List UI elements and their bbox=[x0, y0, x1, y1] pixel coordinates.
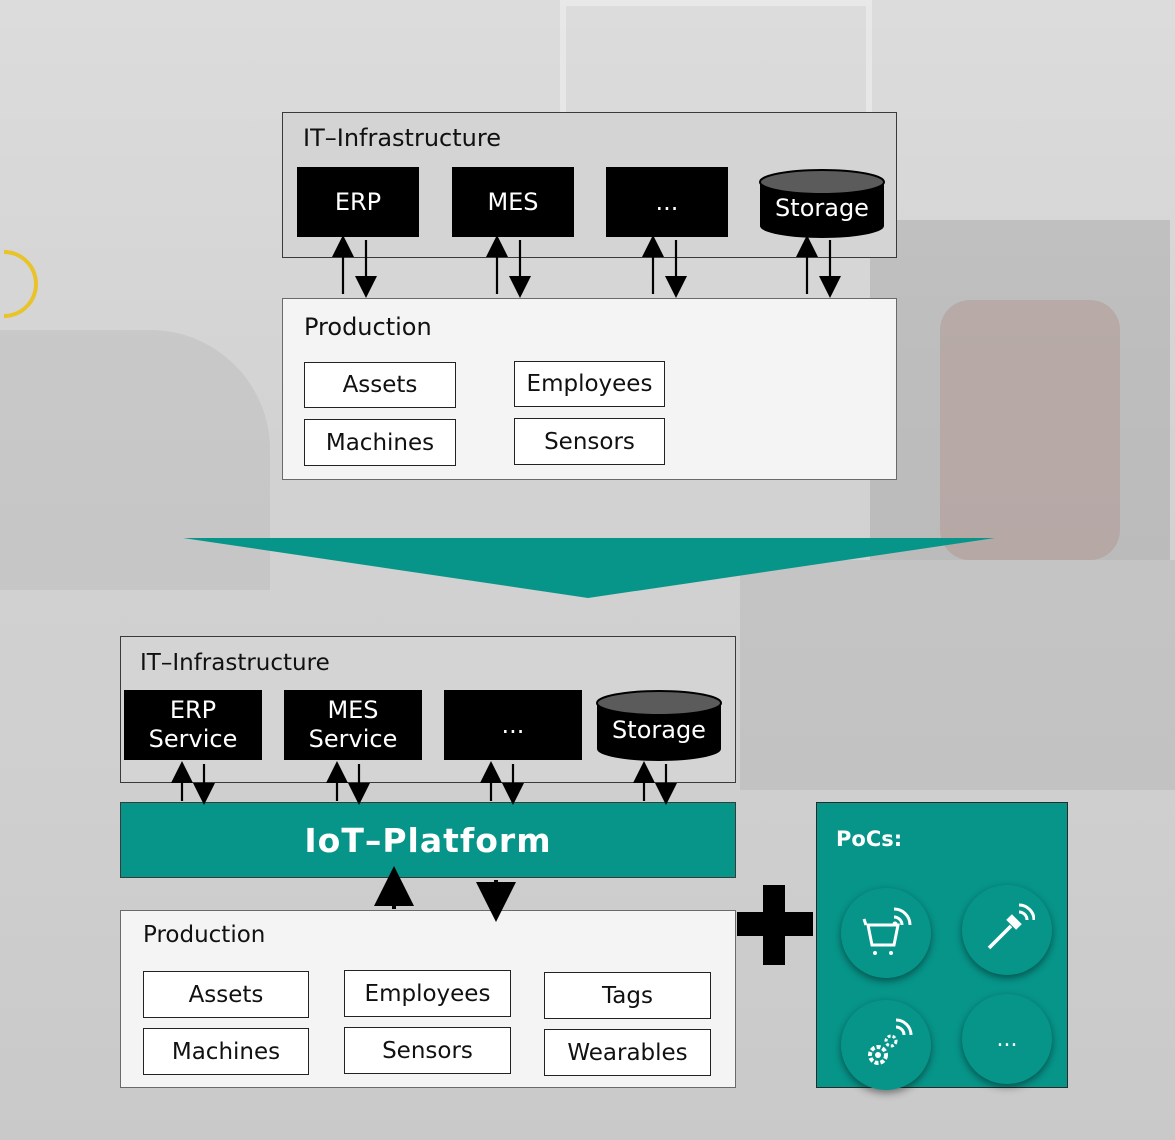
top-ellipsis-box: ... bbox=[606, 167, 728, 237]
bottom-employees-box: Employees bbox=[344, 970, 511, 1017]
bottom-it-infrastructure-title: IT–Infrastructure bbox=[140, 650, 330, 676]
top-erp-box: ERP bbox=[297, 167, 419, 237]
top-sensors-box: Sensors bbox=[514, 418, 665, 465]
hammer-wireless-icon[interactable] bbox=[962, 885, 1052, 975]
erp-service-label: Service bbox=[148, 725, 238, 753]
background-robot bbox=[940, 300, 1120, 560]
top-it-infrastructure-title: IT–Infrastructure bbox=[303, 124, 501, 152]
bottom-assets-box: Assets bbox=[143, 971, 309, 1018]
erp-label: ERP bbox=[169, 696, 217, 725]
top-employees-box: Employees bbox=[514, 361, 665, 407]
top-assets-box: Assets bbox=[304, 362, 456, 408]
bottom-wearables-box: Wearables bbox=[544, 1029, 711, 1076]
bottom-erp-service-box: ERP Service bbox=[124, 690, 262, 760]
bottom-storage-label: Storage bbox=[612, 716, 706, 744]
bottom-machines-box: Machines bbox=[143, 1028, 309, 1075]
background-assembly-line bbox=[740, 560, 1175, 790]
gears-wireless-icon[interactable] bbox=[841, 1000, 931, 1090]
background-car-body bbox=[0, 330, 270, 590]
plus-sign-horizontal bbox=[737, 912, 813, 936]
bottom-production-title: Production bbox=[143, 922, 266, 948]
pocs-title: PoCs: bbox=[836, 827, 903, 851]
bottom-ellipsis-box: ... bbox=[444, 690, 582, 760]
more-pocs-ellipsis[interactable]: ... bbox=[962, 994, 1052, 1084]
bottom-tags-box: Tags bbox=[544, 972, 711, 1019]
iot-platform-bar: IoT–Platform bbox=[120, 802, 736, 878]
top-machines-box: Machines bbox=[304, 419, 456, 466]
mes-service-label: Service bbox=[308, 725, 398, 753]
cart-wireless-icon[interactable] bbox=[841, 888, 931, 978]
background-machinery bbox=[870, 220, 1170, 560]
bottom-sensors-box: Sensors bbox=[344, 1027, 511, 1074]
background-yellow-arc bbox=[0, 235, 53, 333]
bottom-mes-service-box: MES Service bbox=[284, 690, 422, 760]
top-production-title: Production bbox=[304, 313, 432, 341]
top-mes-box: MES bbox=[452, 167, 574, 237]
top-storage-label: Storage bbox=[775, 194, 869, 222]
mes-label: MES bbox=[327, 696, 379, 725]
